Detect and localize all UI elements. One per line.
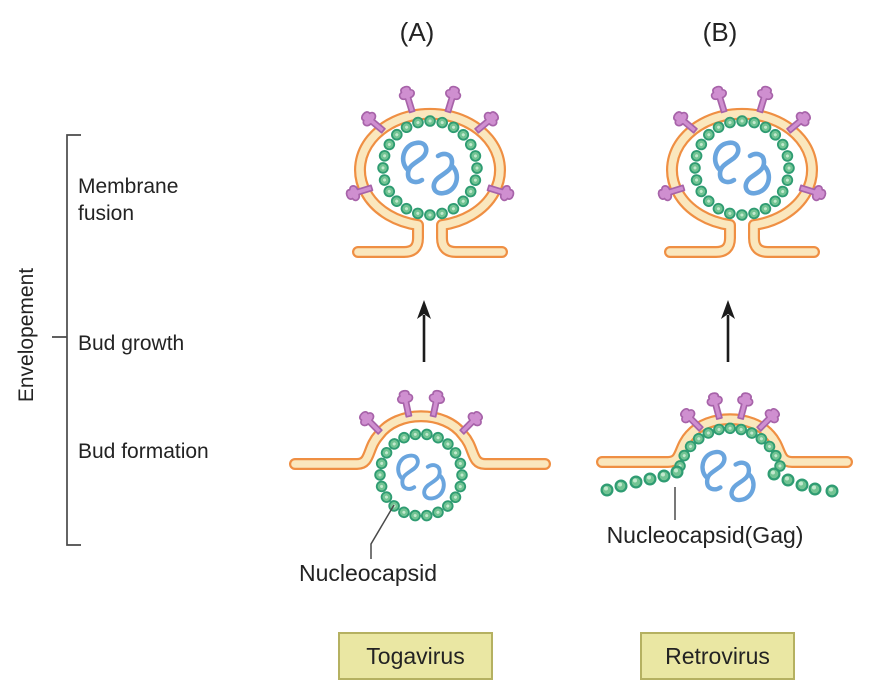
gag-bead-arc [674,422,786,472]
nucleocapsid-gag-label: Nucleocapsid(Gag) [606,522,804,548]
genome-strand [396,453,446,501]
retrovirus-membrane-fusion-particle [657,85,828,252]
column-b-label: (B) [702,17,738,47]
togavirus-bud-formation [289,388,551,522]
column-a-label: (A) [399,17,435,47]
retrovirus-bud-growth-arrow [719,298,737,364]
stage-membrane-fusion-label: Membrane fusion [78,175,179,225]
stage-bud-formation-label: Bud formation [78,440,209,463]
togavirus-name-box: Togavirus [338,632,493,680]
togavirus-bud-growth-arrow [415,298,433,364]
togavirus-membrane-fusion-particle [345,85,516,252]
plasma-membrane-with-bud [289,410,551,470]
retrovirus-name-box: Retrovirus [640,632,795,680]
nucleocapsid-label: Nucleocapsid [298,560,438,586]
genome-strand [702,452,753,500]
nucleocapsid-leader-line [370,504,395,559]
envelopement-bracket [52,134,81,546]
free-gag-beads [600,465,839,498]
stage-bud-growth-label: Bud growth [78,332,185,355]
retrovirus-bud-formation [596,390,853,500]
envelopement-bracket-label: Envelopement [15,267,38,403]
nucleocapsid-bead-ring [374,428,468,522]
